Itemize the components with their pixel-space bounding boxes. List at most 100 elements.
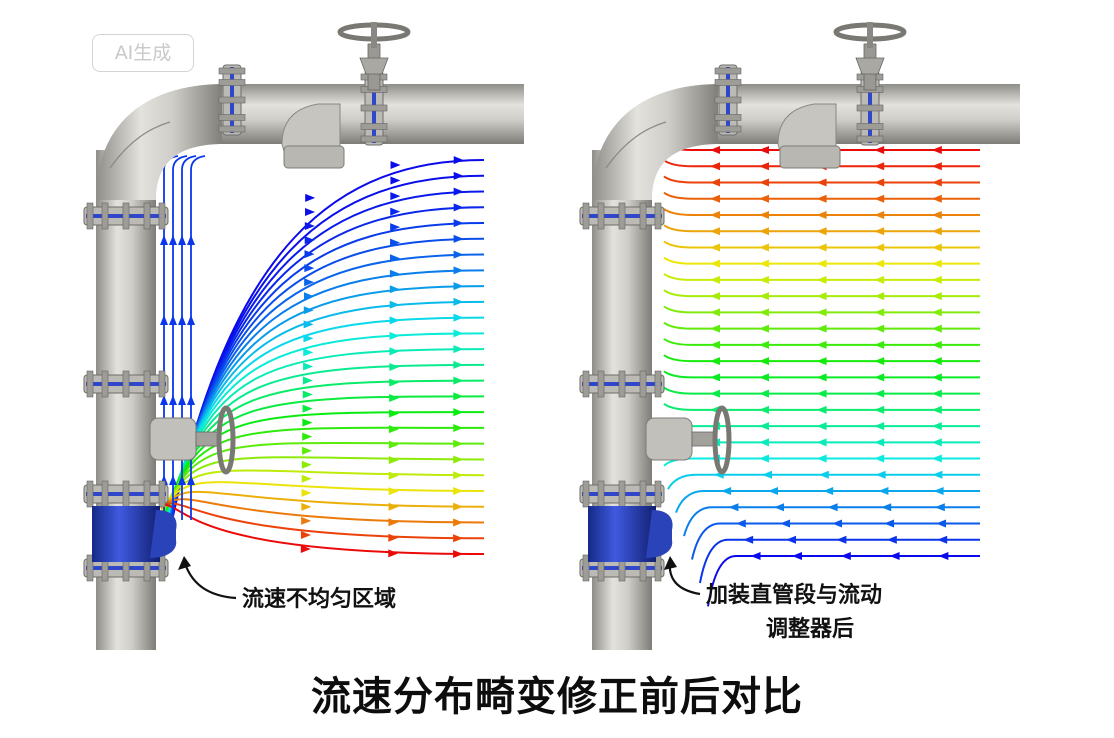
streamline-arrow [937,535,948,544]
streamline-arrow [931,454,942,463]
flange-bolt [360,104,388,112]
flange-bolt [714,125,742,133]
streamline-arrow [836,535,847,544]
streamline-arrow [453,266,464,275]
streamline-arrow [874,210,885,219]
streamline-arrow [931,292,942,301]
watermark-badge: AI生成 [92,34,194,72]
side-valve-handwheel-icon [216,405,236,475]
streamline [675,490,980,513]
streamline-arrow [453,502,464,511]
flange-bolt [654,202,662,230]
streamline-arrow [187,475,195,485]
streamline [160,481,485,511]
flange-bolt [597,370,605,398]
streamline-arrow [878,487,889,496]
streamline-arrow [816,210,827,219]
streamline-arrow [816,438,827,447]
flange-bolt [654,370,662,398]
streamline-arrow [931,438,942,447]
streamline-arrow [874,243,885,252]
streamline [663,240,980,249]
streamline-arrow [874,422,885,431]
streamline-arrow [881,503,892,512]
streamline [663,321,980,330]
flange-bolt [122,370,130,398]
streamline-arrow [874,454,885,463]
streamline-arrow [936,519,946,528]
flange-bolt [639,480,647,508]
flange-bolt [101,202,109,230]
streamline-arrow [160,235,168,245]
streamline-arrow [931,243,942,252]
streamline-arrow [389,394,400,403]
streamline-arrow [302,376,313,385]
streamline-arrow [759,308,769,317]
flange-bolt [639,202,647,230]
flange-bolt [597,202,605,230]
streamline-arrow [710,292,721,301]
tee-outlet [283,145,345,169]
streamline-arrow [931,373,942,382]
side-valve-icon [645,417,693,461]
streamline-arrow [874,178,885,187]
streamline-arrow [931,405,942,414]
left-figure-before [83,22,524,650]
diagram-caption: 流速分布畸变修正前后对比 [311,674,803,720]
streamline [691,522,980,560]
streamline-arrow [889,552,900,560]
streamline [699,538,980,584]
streamline-arrow [305,207,316,216]
streamline-arrow [453,329,464,338]
streamline-arrow [816,178,827,187]
streamline-arrow [874,373,885,382]
side-valve-stem [195,431,219,447]
streamline-arrow [389,316,400,325]
streamline-arrow [816,422,827,431]
flange-bolt [582,554,590,582]
flange-bolt [654,480,662,508]
streamline-arrow [453,313,464,322]
right-figure-after [579,22,1020,650]
streamline-arrow [874,259,885,268]
streamline-arrow [187,315,195,325]
flange-bolt [158,370,166,398]
streamline-arrow [710,210,721,219]
streamline-arrow [886,535,897,544]
streamline-arrow [710,373,721,382]
flange-bolt [143,480,151,508]
streamline-arrow [816,259,827,268]
flange-bolt [856,135,884,143]
streamline-arrow [818,470,829,479]
streamline-arrow [780,519,790,528]
streamline-arrow [178,395,186,405]
streamline-arrow [728,503,739,512]
streamline-arrow [762,470,772,479]
streamline-arrow [453,439,464,448]
flange-bolt [597,480,605,508]
flange-bolt [582,370,590,398]
streamline-arrow [453,376,464,385]
streamline-arrow [816,227,827,236]
blue-reducer [588,506,656,562]
streamline-arrow [453,187,464,196]
flange-bolt [218,114,246,121]
curved-arrow-head [664,556,677,570]
streamline-arrow [840,552,851,560]
streamline-arrow [453,534,464,543]
streamline-arrow [453,203,464,212]
streamline-arrow [750,552,761,560]
streamline-arrow [816,308,827,317]
streamline-arrow [759,373,769,382]
streamline-arrow [931,178,942,187]
handwheel-hub [371,22,377,48]
streamline [663,273,980,281]
streamline-arrow [874,405,885,414]
streamline-arrow [759,210,769,219]
streamline-arrow [874,438,885,447]
flange-bolt [218,67,246,75]
streamline-arrow [934,503,945,512]
streamline-arrow [301,502,312,511]
curved-arrow-head [178,556,191,570]
streamline-arrow [931,162,942,171]
